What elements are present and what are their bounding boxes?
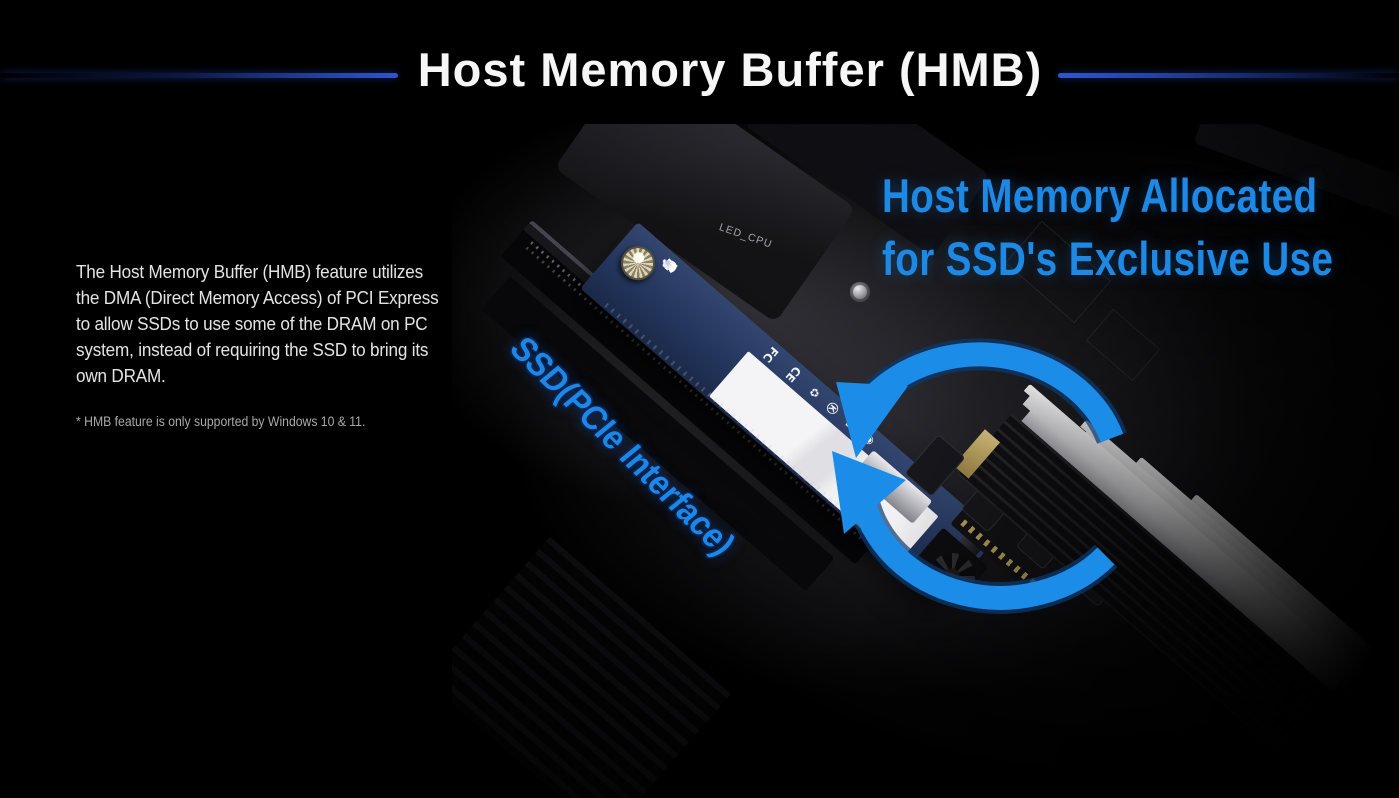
title-accent-line-left	[0, 73, 398, 78]
intro-line: to allow SSDs to use some of the DRAM on…	[76, 313, 428, 334]
intro-line: The Host Memory Buffer (HMB) feature uti…	[76, 261, 423, 282]
intro-line: own DRAM.	[76, 365, 166, 386]
title-accent-line-right	[1058, 73, 1399, 78]
arrow-top-head	[836, 382, 908, 458]
page-title: Host Memory Buffer (HMB)	[417, 43, 1043, 96]
arrow-top-arc	[867, 342, 1124, 443]
hmb-footnote: * HMB feature is only supported by Windo…	[76, 414, 366, 430]
arrow-bottom-head	[832, 451, 906, 534]
intro-line: the DMA (Direct Memory Access) of PCI Ex…	[76, 287, 439, 308]
photo-vignette	[452, 124, 1399, 798]
hero-caption: Host Memory Allocated for SSD's Exclusiv…	[882, 164, 1333, 290]
arrow-bottom-arc	[850, 491, 1115, 610]
motherboard-photo: GIGABYTE GIGABYTE Gen4 4000E SSD Warrant…	[452, 124, 1399, 798]
memory-exchange-arrows	[832, 338, 1127, 614]
hero-caption-line1: Host Memory Allocated	[882, 169, 1318, 222]
intro-line: system, instead of requiring the SSD to …	[76, 339, 429, 360]
intro-paragraph: The Host Memory Buffer (HMB) feature uti…	[76, 259, 439, 389]
hero-caption-line2: for SSD's Exclusive Use	[882, 232, 1334, 285]
